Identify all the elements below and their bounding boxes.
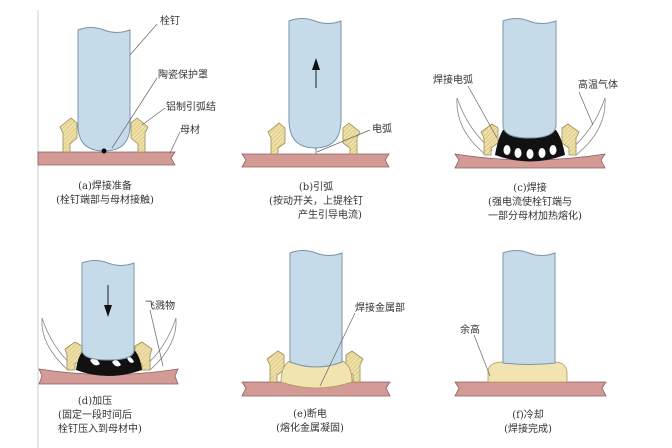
caption-line: 栓钉压入到母材中) (58, 422, 142, 435)
label-hot-gas: 高温气体 (578, 78, 618, 91)
weld-reinforcement (487, 361, 568, 383)
caption-title: (f)冷却 (512, 408, 544, 421)
panel-b: 电弧 (b)引弧 (按动开关，上提栓钉 产生引导电流) (241, 18, 392, 221)
panel-c: 焊接电弧 高温气体 (c)焊接 (强电流使栓钉端与 一部分母材加热熔化) (433, 18, 618, 222)
label-welding-arc: 焊接电弧 (433, 73, 473, 86)
stud (502, 18, 557, 139)
base-metal (241, 381, 391, 397)
label-stud: 栓钉 (160, 14, 180, 27)
label-ceramic-ferrule: 陶瓷保护罩 (158, 68, 208, 81)
caption-line: (按动开关，上提栓钉 (269, 194, 363, 207)
caption-line: (焊接完成) (504, 422, 552, 435)
caption-line: 一部分母材加热熔化) (488, 209, 582, 222)
panel-f: 余高 (f)冷却 (焊接完成) (454, 250, 607, 435)
stud (77, 27, 131, 152)
stud (289, 250, 343, 368)
base-metal (38, 368, 179, 385)
aluminum-arc-ball (101, 148, 107, 154)
caption-line: (熔化金属凝固) (276, 421, 344, 434)
caption-line: (固定一段时间后 (58, 408, 132, 421)
base-metal (241, 153, 390, 168)
caption-title: (b)引弧 (299, 180, 333, 193)
caption-line: (栓钉端部与母材接触) (56, 193, 154, 206)
label-reinforcement: 余高 (460, 323, 480, 336)
panel-a: 栓钉 陶瓷保护罩 铝制引弧结 母材 (a)焊接准备 (栓钉端部与母材接触) (37, 14, 216, 206)
caption-title: (a)焊接准备 (78, 179, 132, 192)
caption-title: (c)焊接 (513, 181, 546, 194)
label-arc-ball: 铝制引弧结 (166, 100, 216, 113)
label-weld-metal: 焊接金属部 (355, 301, 405, 314)
caption-title: (e)断电 (293, 407, 327, 420)
label-spatter: 飞溅物 (145, 299, 175, 312)
stud (502, 250, 556, 365)
stud (288, 18, 342, 149)
caption-title: (d)加压 (78, 395, 112, 407)
base-metal (454, 381, 607, 397)
panel-d: 飞溅物 (d)加压 (固定一段时间后 栓钉压入到母材中) (38, 260, 179, 435)
label-arc: 电弧 (372, 122, 392, 135)
base-metal (37, 151, 176, 166)
weld-metal (280, 359, 353, 389)
caption-line: (强电流使栓钉端与 (488, 195, 572, 208)
welding-arc (495, 130, 565, 162)
panel-e: 焊接金属部 (e)断电 (熔化金属凝固) (241, 250, 405, 434)
label-base-metal: 母材 (180, 123, 200, 136)
caption-line: 产生引导电流) (298, 208, 362, 221)
